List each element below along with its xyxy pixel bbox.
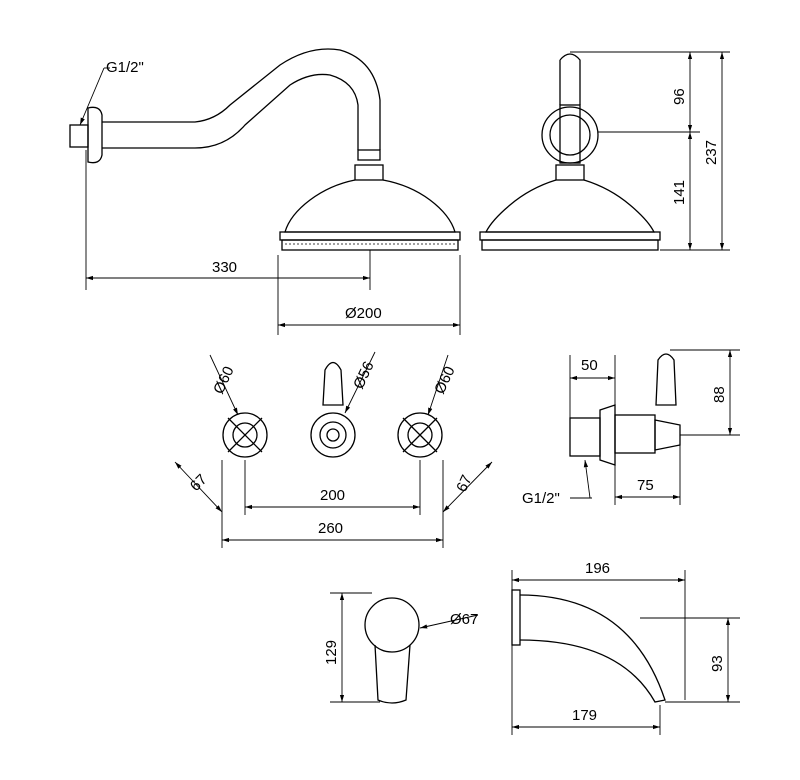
spout-length-dimension: 196	[585, 560, 610, 577]
reach-dimension: 330	[212, 259, 237, 276]
shower-side-view: 330 Ø200 G1/2"	[69, 48, 461, 335]
upper-height-dimension: 96	[671, 88, 688, 105]
total-height-dimension: 237	[703, 140, 720, 165]
outer-spacing-dimension: 260	[318, 520, 343, 537]
projection-dimension: 75	[637, 477, 654, 494]
depth-dimension: 50	[581, 357, 598, 374]
spout-views: 129 Ø67 196 93 179	[323, 560, 740, 735]
spout-front-height: 129	[323, 640, 340, 665]
left-flange-dimension: 67	[187, 471, 211, 495]
lower-height-dimension: 141	[671, 180, 688, 205]
left-handle-diameter: Ø60	[210, 364, 237, 397]
inner-spacing-dimension: 200	[320, 487, 345, 504]
valve-thread-label: G1/2"	[522, 490, 560, 507]
spout-flange-diameter: Ø67	[450, 611, 478, 628]
center-handle-diameter: Ø56	[350, 359, 377, 392]
right-flange-dimension: 67	[453, 472, 475, 494]
valve-side-view: 50 88 75 G1/2"	[522, 349, 740, 507]
right-handle-diameter: Ø60	[431, 364, 458, 397]
spout-reach-dimension: 179	[572, 707, 597, 724]
thread-label: G1/2"	[106, 59, 144, 76]
head-diameter-dimension: Ø200	[345, 305, 382, 322]
spout-side-height: 93	[709, 655, 726, 672]
shower-front-view: 96 141 237	[479, 51, 730, 251]
valves-front-view: Ø60 Ø56 Ø60 67 67 200 260	[174, 351, 493, 548]
height-dimension: 88	[711, 386, 728, 403]
